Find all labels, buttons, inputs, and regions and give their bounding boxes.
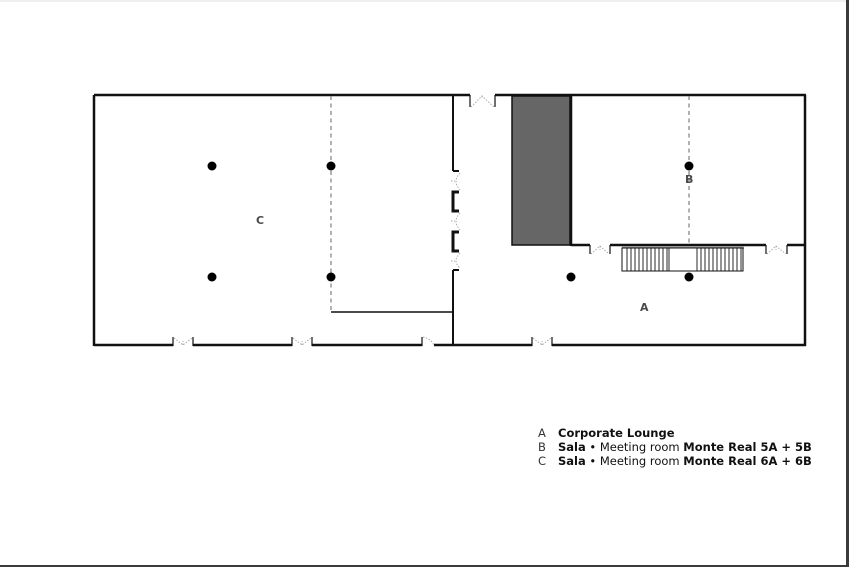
legend-text-prefix: Sala (558, 440, 586, 454)
legend-text-middle: • Meeting room (585, 440, 684, 454)
legend-item-b: B Sala • Meeting room Monte Real 5A + 5B (538, 440, 812, 454)
top-entrance-door-swing (470, 95, 495, 108)
column-icon (207, 272, 217, 282)
stair-feature (621, 246, 744, 272)
column-icon (566, 272, 576, 282)
column-icon (326, 272, 336, 282)
legend-text-middle: • Meeting room (585, 454, 684, 468)
room-c-door-jambs (172, 337, 423, 346)
room-b-walls (571, 95, 807, 346)
column-icon (684, 161, 694, 171)
legend-item-c: C Sala • Meeting room Monte Real 6A + 6B (538, 454, 812, 468)
corridor-niches (451, 190, 459, 253)
column-icon (326, 161, 336, 171)
room-label-c: C (256, 214, 265, 227)
column-icon (207, 161, 217, 171)
legend: A Corporate Lounge B Sala • Meeting room… (538, 426, 812, 468)
frame-border-bottom (0, 565, 849, 567)
legend-text-suffix: Monte Real 6A + 6B (683, 454, 812, 468)
frame-border-right (846, 0, 849, 567)
room-a-door-jambs (531, 337, 553, 346)
legend-text-suffix: Monte Real 5A + 5B (683, 440, 812, 454)
legend-letter: B (538, 440, 546, 454)
room-label-a: A (640, 301, 649, 314)
room-c-door-swings (173, 336, 435, 346)
top-strip (0, 0, 849, 2)
legend-text: Corporate Lounge (558, 426, 675, 440)
room-a-door-swing (532, 337, 552, 346)
legend-text-prefix: Sala (558, 454, 586, 468)
legend-letter: C (538, 454, 547, 468)
corridor-door-swings (451, 172, 461, 269)
legend-letter: A (538, 426, 546, 440)
columns (207, 161, 694, 282)
room-b-door-swings (590, 245, 787, 255)
room-c-walls (92, 93, 453, 347)
service-core-block (511, 95, 571, 246)
column-icon (684, 272, 694, 282)
top-entrance-jambs (469, 95, 496, 107)
room-b-door-jambs (589, 245, 788, 254)
corridor-left-wall (452, 95, 459, 346)
room-label-b: B (685, 173, 694, 186)
legend-item-a: A Corporate Lounge (538, 426, 812, 440)
